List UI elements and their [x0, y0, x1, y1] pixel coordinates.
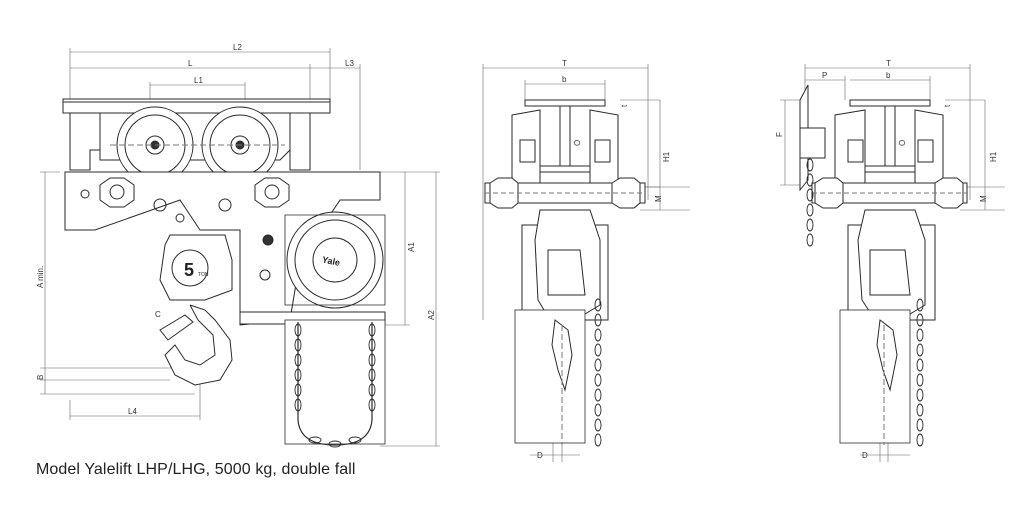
- dim-label-b-front: b: [562, 75, 567, 84]
- dim-label-M-geared: M: [979, 195, 988, 202]
- side-view: [40, 48, 440, 448]
- dim-label-F-geared: F: [775, 132, 784, 137]
- geared-front-view: [780, 64, 1005, 462]
- brand-logo-text: Yale: [321, 254, 341, 268]
- dim-label-H1-geared: H1: [989, 151, 998, 162]
- dim-label-D-front: D: [537, 451, 543, 460]
- dim-label-A-min: A min.: [36, 266, 45, 288]
- front-view: [482, 64, 690, 462]
- dim-label-L4: L4: [128, 407, 137, 416]
- dim-label-O-front: O: [573, 140, 582, 146]
- figure-caption: Model Yalelift LHP/LHG, 5000 kg, double …: [36, 461, 356, 478]
- dim-label-t-front: t: [620, 104, 629, 107]
- dim-label-C: C: [155, 310, 161, 319]
- hand-chain-links: [294, 323, 376, 448]
- dim-label-D-geared: D: [862, 451, 868, 460]
- dim-label-O-geared: O: [898, 140, 907, 146]
- dim-label-b-geared: b: [886, 71, 891, 80]
- capacity-number: 5: [184, 260, 194, 280]
- dim-label-T-geared: T: [886, 59, 891, 68]
- dim-label-T-front: T: [562, 59, 567, 68]
- dim-label-B: B: [36, 375, 45, 380]
- dim-label-L3: L3: [345, 59, 354, 68]
- dim-label-A1: A1: [407, 242, 416, 252]
- capacity-unit: TON: [198, 272, 209, 278]
- dim-label-M-front: M: [654, 195, 663, 202]
- dim-label-P-geared: P: [822, 71, 827, 80]
- dim-label-t-geared: t: [943, 104, 952, 107]
- dim-label-H1-front: H1: [662, 151, 671, 162]
- dim-label-A2: A2: [427, 310, 436, 320]
- dim-label-L1: L1: [194, 76, 203, 85]
- dim-label-L2: L2: [233, 43, 242, 52]
- dim-label-L: L: [188, 59, 193, 68]
